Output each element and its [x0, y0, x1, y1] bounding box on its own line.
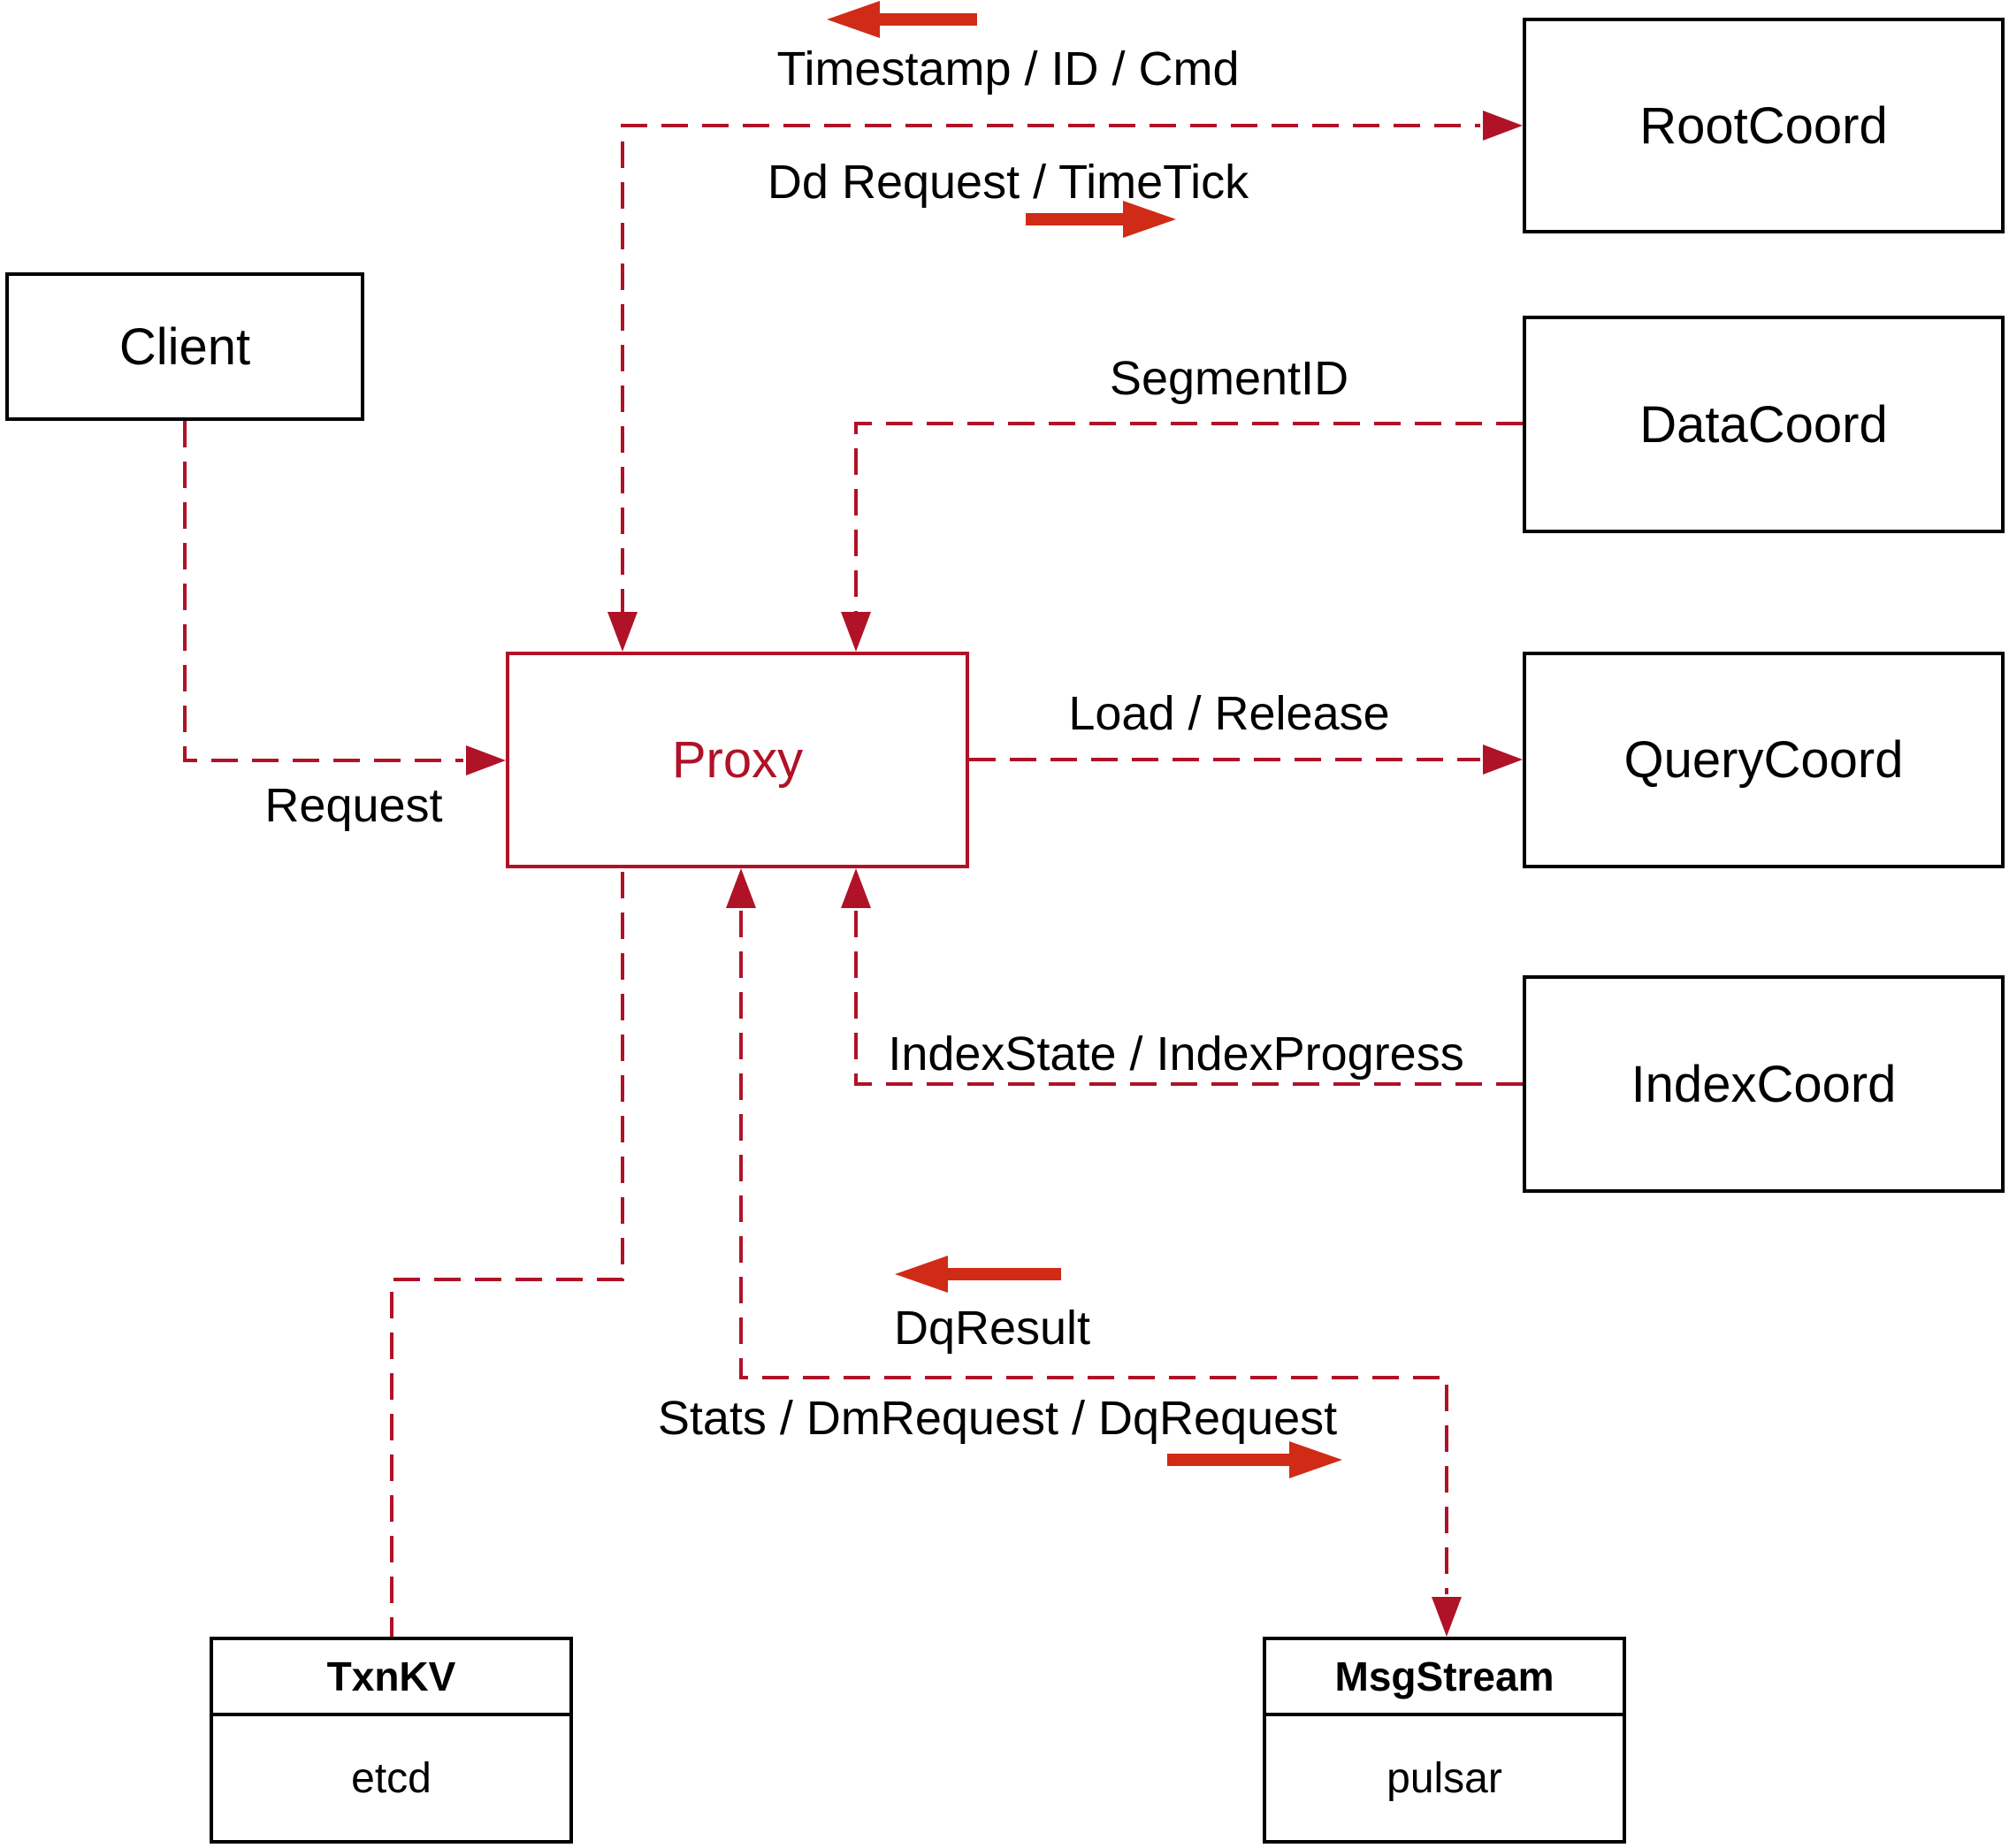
edge-label-dd-request-timetick: Dd Request / TimeTick: [767, 156, 1249, 209]
edge-label-segment-id: SegmentID: [1109, 352, 1349, 405]
arrowhead-into-proxy-top-right-icon: [841, 612, 871, 652]
node-rootcoord-label: RootCoord: [1639, 96, 1888, 155]
node-querycoord: QueryCoord: [1523, 652, 2005, 868]
edge-proxy-msgstream: [739, 911, 1448, 1594]
direction-arrow-left-timestamp-icon: [827, 1, 977, 38]
arrowhead-into-querycoord-icon: [1483, 745, 1523, 775]
edge-label-load-release: Load / Release: [1068, 687, 1390, 740]
direction-arrow-right-ddrequest-icon: [1026, 201, 1176, 238]
edge-label-dq-result: DqResult: [893, 1302, 1091, 1355]
edge-proxy-txnkv: [390, 872, 624, 1637]
node-txnkv-impl: etcd: [351, 1754, 432, 1802]
node-client: Client: [5, 272, 364, 421]
node-txnkv: TxnKV etcd: [210, 1637, 573, 1844]
arrowhead-into-proxy-bottom-mid-icon: [726, 868, 756, 908]
node-indexcoord-label: IndexCoord: [1631, 1055, 1897, 1113]
node-msgstream-title: MsgStream: [1266, 1640, 1623, 1716]
edge-label-timestamp-id-cmd: Timestamp / ID / Cmd: [776, 42, 1240, 95]
arrowhead-into-proxy-top-left-icon: [607, 612, 638, 652]
node-proxy-label: Proxy: [671, 731, 804, 789]
node-txnkv-title: TxnKV: [213, 1640, 569, 1716]
node-datacoord: DataCoord: [1523, 316, 2005, 533]
edge-label-stats-dm-dq: Stats / DmRequest / DqRequest: [657, 1392, 1338, 1445]
node-msgstream-impl: pulsar: [1386, 1754, 1502, 1802]
node-rootcoord: RootCoord: [1523, 18, 2005, 233]
node-querycoord-label: QueryCoord: [1623, 731, 1904, 789]
edge-indexcoord-proxy: [854, 911, 1523, 1086]
edge-label-request: Request: [264, 779, 443, 832]
edge-proxy-rootcoord: [621, 124, 1480, 615]
arrowhead-into-proxy-left-icon: [466, 745, 506, 775]
node-datacoord-label: DataCoord: [1639, 395, 1888, 454]
arrowhead-into-msgstream-icon: [1432, 1597, 1462, 1637]
direction-arrow-right-stats-icon: [1167, 1441, 1342, 1478]
node-proxy: Proxy: [506, 652, 969, 868]
edge-client-proxy: [183, 421, 463, 762]
arrowhead-into-proxy-bottom-right-icon: [841, 868, 871, 908]
node-client-label: Client: [118, 317, 251, 376]
edge-label-index-state-progress: IndexState / IndexProgress: [888, 1027, 1464, 1081]
node-indexcoord: IndexCoord: [1523, 975, 2005, 1193]
node-msgstream: MsgStream pulsar: [1263, 1637, 1626, 1844]
edge-datacoord-proxy: [854, 422, 1523, 615]
arrowhead-into-rootcoord-icon: [1483, 111, 1523, 141]
direction-arrow-left-dqresult-icon: [895, 1256, 1061, 1293]
